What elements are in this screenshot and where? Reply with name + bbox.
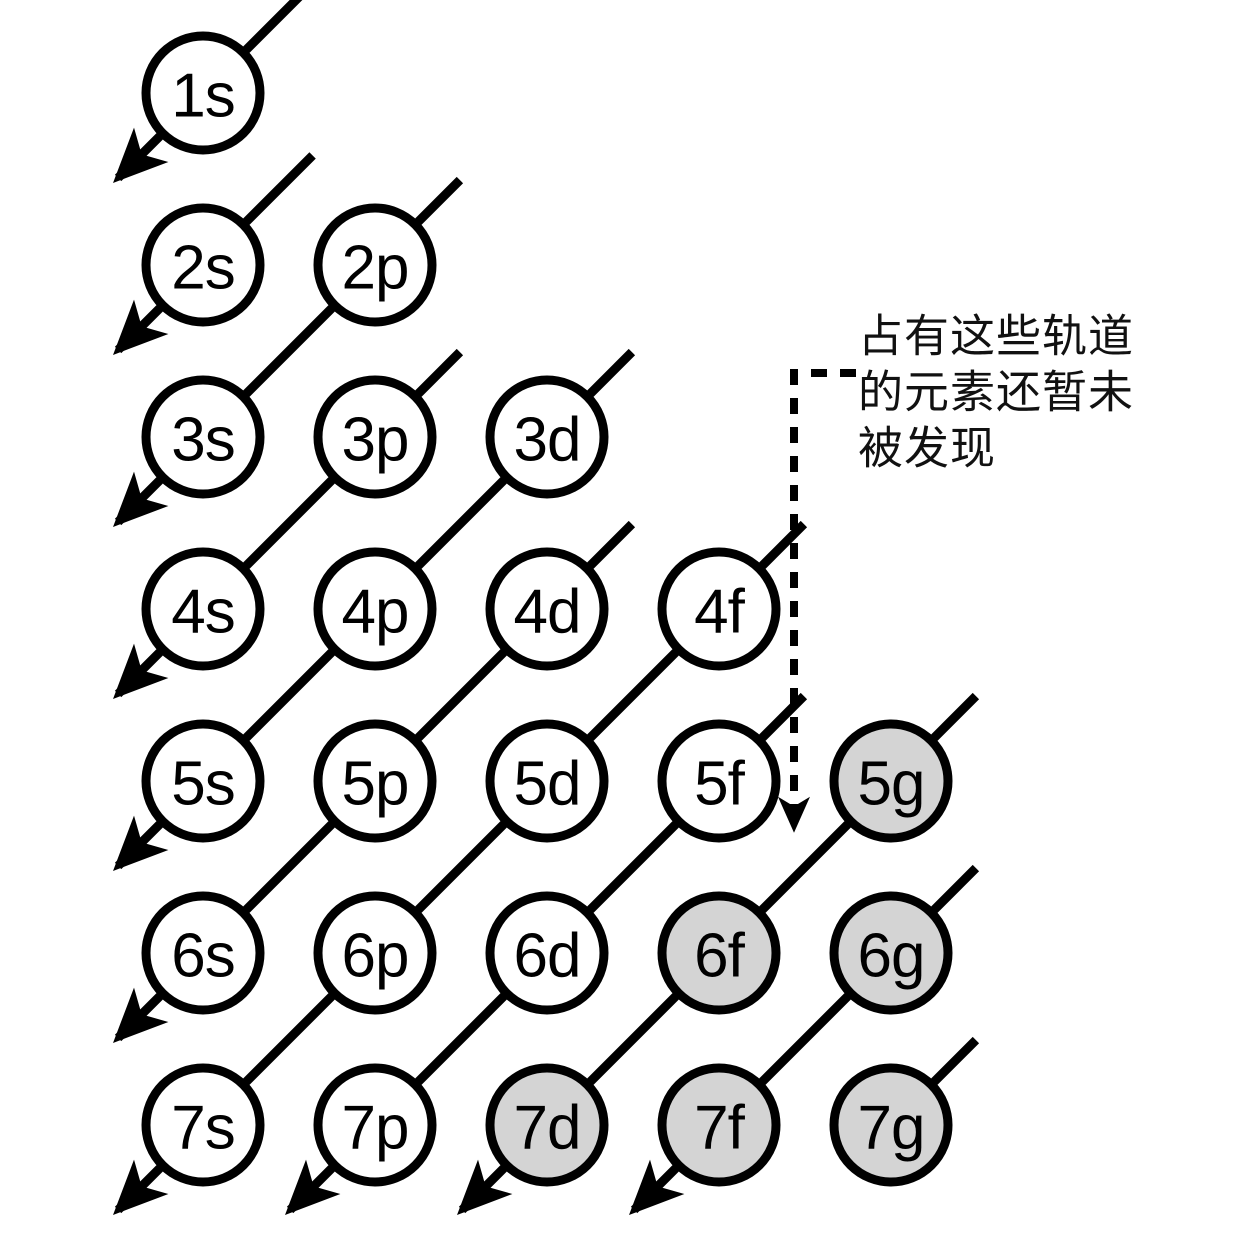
orbital-circle-6d[interactable]: [485, 891, 609, 1015]
orbital-circle-3p[interactable]: [313, 375, 437, 499]
orbital-label-3s: 3s: [171, 406, 234, 475]
orbital-label-1s: 1s: [171, 62, 234, 131]
orbital-circle-7f[interactable]: [657, 1063, 781, 1187]
orbital-circle-4p[interactable]: [313, 547, 437, 671]
orbital-node-7f[interactable]: 7f: [657, 1063, 781, 1187]
orbital-node-3s[interactable]: 3s: [141, 375, 265, 499]
orbital-circle-6s[interactable]: [141, 891, 265, 1015]
callout-text-line-3: 被发现: [858, 422, 996, 475]
orbital-label-5p: 5p: [342, 750, 409, 819]
orbital-label-7d: 7d: [514, 1094, 581, 1163]
orbital-label-4s: 4s: [171, 578, 234, 647]
callout-dashed-bracket: [777, 369, 856, 833]
orbital-circle-5d[interactable]: [485, 719, 609, 843]
orbital-label-5s: 5s: [171, 750, 234, 819]
orbital-label-2s: 2s: [171, 234, 234, 303]
orbital-label-3d: 3d: [514, 406, 581, 475]
orbital-label-7p: 7p: [342, 1094, 409, 1163]
orbital-circle-7s[interactable]: [141, 1063, 265, 1187]
orbital-label-5g: 5g: [858, 750, 925, 819]
orbital-node-7p[interactable]: 7p: [313, 1063, 437, 1187]
orbital-circle-7d[interactable]: [485, 1063, 609, 1187]
callout-text-line-2: 的元素还暂未: [858, 366, 1134, 419]
orbital-node-7g[interactable]: 7g: [829, 1063, 953, 1187]
orbital-node-3d[interactable]: 3d: [485, 375, 609, 499]
orbital-circle-6g[interactable]: [829, 891, 953, 1015]
orbital-node-4p[interactable]: 4p: [313, 547, 437, 671]
orbital-label-2p: 2p: [342, 234, 409, 303]
orbital-circle-6f[interactable]: [657, 891, 781, 1015]
orbital-label-7g: 7g: [858, 1094, 925, 1163]
orbital-label-3p: 3p: [342, 406, 409, 475]
orbital-label-4p: 4p: [342, 578, 409, 647]
orbital-label-7s: 7s: [171, 1094, 234, 1163]
orbital-label-6d: 6d: [514, 922, 581, 991]
orbital-circle-4s[interactable]: [141, 547, 265, 671]
orbital-label-7f: 7f: [694, 1094, 745, 1163]
orbital-node-1s[interactable]: 1s: [141, 31, 265, 155]
orbital-label-5d: 5d: [514, 750, 581, 819]
orbital-node-2s[interactable]: 2s: [141, 203, 265, 327]
orbital-circle-6p[interactable]: [313, 891, 437, 1015]
orbital-label-6f: 6f: [694, 922, 745, 991]
orbital-circle-7p[interactable]: [313, 1063, 437, 1187]
orbital-node-6g[interactable]: 6g: [829, 891, 953, 1015]
orbital-node-7d[interactable]: 7d: [485, 1063, 609, 1187]
orbital-circle-5s[interactable]: [141, 719, 265, 843]
orbital-label-4d: 4d: [514, 578, 581, 647]
orbital-circles-group: 1s 2s 2p 3s 3p 3d 4s 4p 4d 4f 5s 5p 5d 5f 5g 6s 6p 6d 6f 6g…: [141, 31, 953, 1187]
orbital-circle-5p[interactable]: [313, 719, 437, 843]
orbital-label-4f: 4f: [694, 578, 745, 647]
orbital-node-6p[interactable]: 6p: [313, 891, 437, 1015]
orbital-node-5p[interactable]: 5p: [313, 719, 437, 843]
orbital-circle-2p[interactable]: [313, 203, 437, 327]
orbital-node-6d[interactable]: 6d: [485, 891, 609, 1015]
orbital-circle-5g[interactable]: [829, 719, 953, 843]
orbital-node-4s[interactable]: 4s: [141, 547, 265, 671]
orbital-circle-1s[interactable]: [141, 31, 265, 155]
orbital-node-5s[interactable]: 5s: [141, 719, 265, 843]
orbital-node-6s[interactable]: 6s: [141, 891, 265, 1015]
orbital-label-5f: 5f: [694, 750, 745, 819]
orbital-node-5g[interactable]: 5g: [829, 719, 953, 843]
orbital-label-6g: 6g: [858, 922, 925, 991]
orbital-circle-2s[interactable]: [141, 203, 265, 327]
orbital-circle-7g[interactable]: [829, 1063, 953, 1187]
orbital-node-4d[interactable]: 4d: [485, 547, 609, 671]
orbital-node-3p[interactable]: 3p: [313, 375, 437, 499]
orbital-node-6f[interactable]: 6f: [657, 891, 781, 1015]
orbital-node-5f[interactable]: 5f: [657, 719, 781, 843]
orbital-node-2p[interactable]: 2p: [313, 203, 437, 327]
orbital-circle-5f[interactable]: [657, 719, 781, 843]
orbital-circle-3d[interactable]: [485, 375, 609, 499]
orbital-circle-4d[interactable]: [485, 547, 609, 671]
orbital-node-4f[interactable]: 4f: [657, 547, 781, 671]
callout-text-line-1: 占有这些轨道: [858, 310, 1134, 363]
orbital-label-6p: 6p: [342, 922, 409, 991]
orbital-circle-3s[interactable]: [141, 375, 265, 499]
orbital-label-6s: 6s: [171, 922, 234, 991]
orbital-node-5d[interactable]: 5d: [485, 719, 609, 843]
orbital-node-7s[interactable]: 7s: [141, 1063, 265, 1187]
orbital-circle-4f[interactable]: [657, 547, 781, 671]
